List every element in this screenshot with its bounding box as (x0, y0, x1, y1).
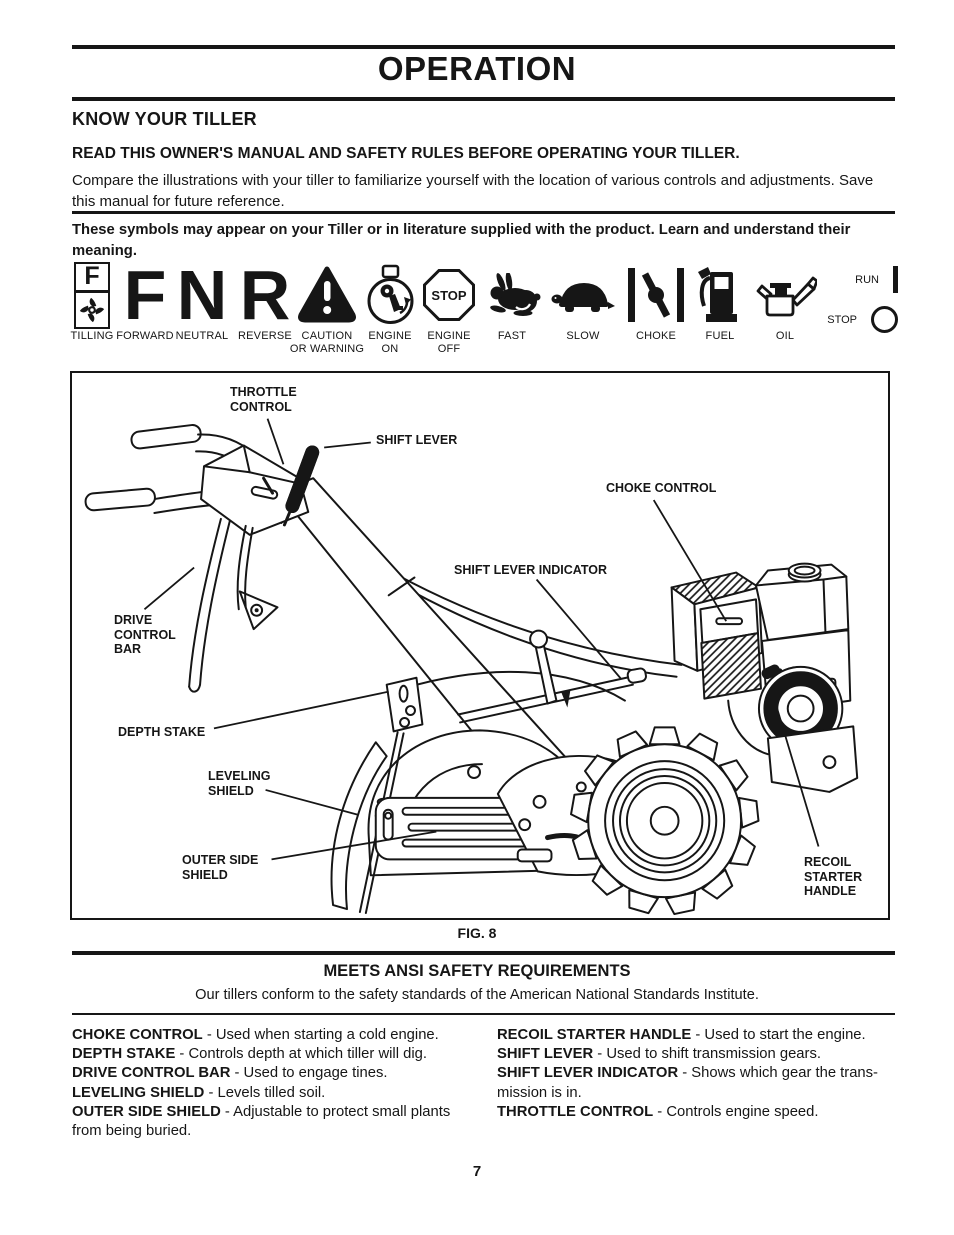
reverse-letter-icon: R (239, 256, 291, 334)
read-warning: READ THIS OWNER'S MANUAL AND SAFETY RULE… (72, 145, 740, 162)
svg-text:STOP: STOP (431, 288, 466, 303)
stop-octagon-icon: STOP (423, 269, 475, 321)
symbol-tilling: F (70, 261, 114, 342)
fuel-pump-icon (698, 267, 737, 322)
neutral-letter-icon: N (176, 256, 228, 334)
leader-lines (143, 418, 820, 861)
ansi-rule-bottom (72, 1013, 895, 1015)
page-number: 7 (472, 1163, 482, 1180)
stop-label: STOP (827, 313, 857, 326)
symbol-oil: OIL (753, 262, 817, 357)
tiller-illustration (84, 418, 859, 917)
label-choke-control: CHOKE CONTROL (606, 481, 717, 495)
symbol-engine-on: ENGINE ON (360, 262, 420, 357)
ansi-rule-top (72, 951, 895, 955)
symbol-slow: SLOW (551, 262, 615, 357)
symbol-choke: CHOKE (626, 262, 686, 357)
forward-letter-icon: F (123, 256, 167, 334)
symbol-forward: F FORWARD (116, 256, 174, 342)
symbols-rule (72, 211, 895, 214)
symbol-engine-off: STOP ENGINE OFF (419, 262, 479, 357)
symbols-row: F (70, 256, 898, 357)
definition-item: SHIFT LEVER - Used to shift transmission… (497, 1046, 821, 1063)
label-shift-lever-indicator: SHIFT LEVER INDICATOR (454, 563, 608, 577)
turtle-icon (551, 283, 615, 312)
symbol-neutral: N NEUTRAL (175, 256, 229, 342)
section-heading: KNOW YOUR TILLER (72, 109, 257, 129)
label-drive-control-bar: DRIVE CONTROL BAR (114, 613, 176, 656)
title-rule-bottom (72, 97, 895, 101)
intro-paragraph: Compare the illustrations with your till… (72, 172, 874, 210)
symbols-intro: These symbols may appear on your Tiller … (72, 222, 851, 259)
stop-circle-icon (871, 306, 898, 333)
definitions-right-column: RECOIL STARTER HANDLE - Used to start th… (497, 1026, 905, 1122)
label-depth-stake: DEPTH STAKE (118, 725, 206, 739)
run-label: RUN (855, 273, 879, 286)
symbol-fast: FAST (480, 262, 544, 357)
figure-caption: FIG. 8 (457, 925, 497, 941)
definition-item: THROTTLE CONTROL - Controls engine speed… (497, 1103, 819, 1120)
tilling-icon: F (74, 261, 110, 329)
definition-item: CHOKE CONTROL - Used when starting a col… (72, 1027, 439, 1043)
run-bar-icon (893, 266, 898, 293)
definitions-left-column: CHOKE CONTROL - Used when starting a col… (72, 1026, 500, 1141)
symbol-caution: CAUTION OR WARNING (287, 262, 367, 357)
ansi-body: Our tillers conform to the safety standa… (195, 987, 759, 1003)
label-outer-side-shield: OUTER SIDE SHIELD (182, 853, 259, 882)
definition-item: LEVELING SHIELD - Levels tilled soil. (72, 1084, 326, 1101)
engine-on-icon (367, 264, 413, 324)
label-leveling-shield: LEVELING SHIELD (208, 769, 271, 798)
tines-icon (76, 293, 108, 327)
oil-can-icon (756, 276, 817, 317)
page-title: OPERATION (377, 50, 577, 87)
symbol-reverse: R REVERSE (238, 256, 292, 342)
definition-item: SHIFT LEVER INDICATOR - Shows which gear… (497, 1065, 878, 1101)
ansi-heading: MEETS ANSI SAFETY REQUIREMENTS (323, 962, 631, 980)
rabbit-icon (490, 273, 541, 316)
definition-item: DEPTH STAKE - Controls depth at which ti… (72, 1046, 427, 1063)
symbol-fuel: FUEL (690, 262, 750, 357)
label-recoil-starter-handle: RECOIL STARTER HANDLE (804, 855, 863, 898)
title-rule-top (72, 45, 895, 49)
definition-item: OUTER SIDE SHIELD - Adjustable to protec… (72, 1103, 451, 1140)
label-shift-lever: SHIFT LEVER (376, 433, 458, 447)
definition-item: RECOIL STARTER HANDLE - Used to start th… (497, 1027, 866, 1043)
warning-triangle-icon (298, 266, 356, 323)
choke-icon (628, 268, 684, 322)
definition-item: DRIVE CONTROL BAR - Used to engage tines… (72, 1065, 388, 1082)
symbol-run-stop: RUN STOP (827, 262, 898, 357)
figure-8: THROTTLE CONTROL SHIFT LEVER CHOKE CONTR… (70, 371, 890, 920)
label-throttle-control: THROTTLE CONTROL (230, 385, 297, 414)
